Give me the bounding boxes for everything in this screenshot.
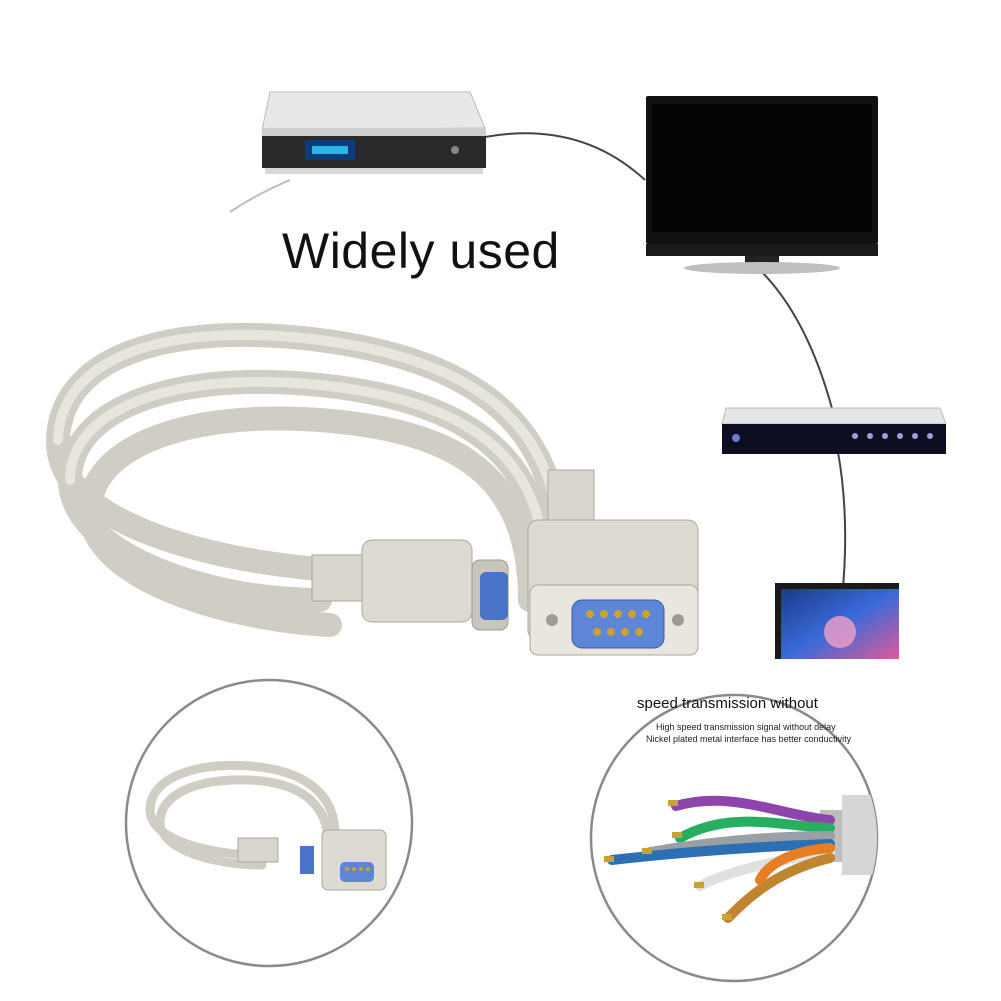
television-icon — [646, 96, 878, 274]
detail-caption-title: speed transmission without — [637, 695, 818, 712]
set-top-box-icon — [261, 91, 486, 174]
laptop-icon — [775, 583, 899, 659]
device-connection-lines — [229, 132, 847, 599]
dvd-player-icon — [721, 407, 947, 454]
detail-caption-line: Nickel plated metal interface has better… — [646, 734, 852, 744]
serial-cable-image — [45, 322, 699, 656]
wire-cross-section-image — [589, 693, 879, 983]
female-db9-connector — [311, 539, 509, 631]
male-db9-connector — [527, 469, 699, 656]
headline-text: Widely used — [282, 223, 560, 279]
detail-caption-line: High speed transmission signal without d… — [656, 722, 836, 732]
cable-thumbnail — [124, 678, 414, 968]
